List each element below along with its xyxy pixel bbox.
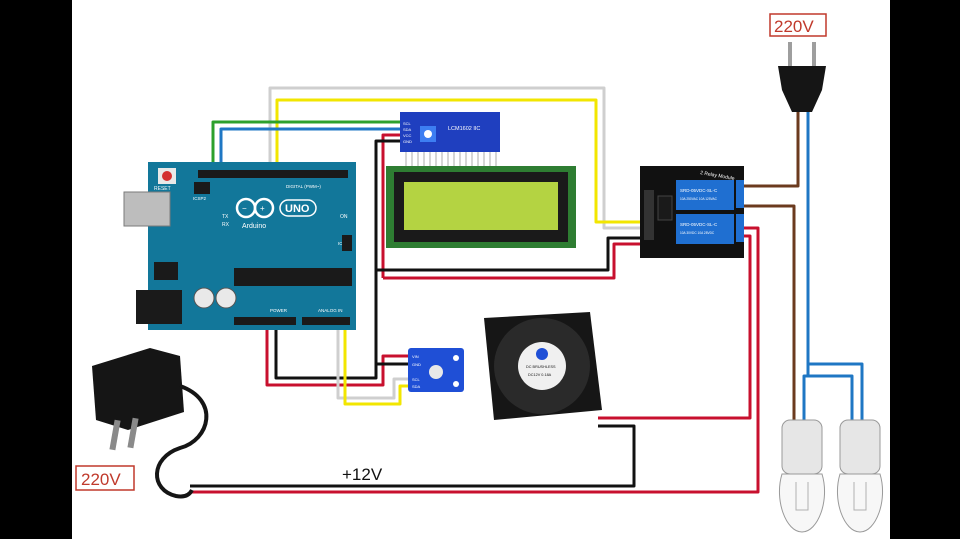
wire-white-relay	[268, 86, 640, 230]
relay-1	[676, 180, 734, 210]
wire-black-12v	[190, 424, 636, 488]
icsp2-header	[194, 182, 210, 194]
arduino-brand-label: Arduino	[242, 223, 266, 230]
fan-rating: DC12V 0.18A	[528, 373, 552, 377]
relay-terminal-1	[736, 180, 744, 208]
mains-left-label: 220V	[81, 470, 121, 489]
lcd-pin-sda: SDA	[403, 127, 412, 132]
optocoupler	[657, 195, 673, 221]
sensor-pin-sda: SDA	[412, 384, 421, 389]
digital-label: DIGITAL (PWM~)	[286, 184, 321, 189]
analog-header	[302, 317, 350, 325]
icsp-header	[342, 235, 352, 251]
mains-top-label-box	[769, 13, 827, 37]
uno-label: UNO	[285, 203, 310, 215]
rx-label: RX	[222, 222, 230, 228]
mains-left-label-box	[75, 465, 135, 491]
wire-red-sensor	[265, 325, 410, 387]
supply-voltage-label: +12V	[342, 465, 383, 484]
cooling-fan: DC BRUSHLESS DC12V 0.18A	[484, 312, 602, 420]
sensor-pin-vin: VIN	[412, 354, 419, 359]
relay-2-text: SRD-05VDC-SL-C	[680, 222, 718, 227]
power-label: POWER	[270, 308, 288, 313]
adapter-cable	[155, 384, 209, 499]
adapter-prong-1	[109, 419, 121, 451]
fan-hub-label	[518, 342, 566, 390]
uno-badge	[279, 199, 317, 217]
bulb-1	[778, 419, 826, 533]
wire-brown-bulb	[742, 204, 796, 420]
sensor-pin-scl: SCL	[412, 377, 421, 382]
i2c-backpack	[400, 112, 500, 152]
sensor-module: VIN GND SCL SDA	[408, 348, 464, 392]
capacitor-1	[193, 287, 215, 309]
wire-brown-mains	[742, 108, 800, 188]
plug-prong-2	[812, 42, 816, 66]
relay-terminal-2	[736, 214, 744, 242]
wire-red-relay	[383, 242, 640, 280]
arduino-logo: − +	[235, 197, 275, 219]
tx-label: TX	[222, 214, 229, 220]
wire-white-sensor	[336, 325, 410, 400]
digital-header	[198, 170, 348, 178]
relay-2	[676, 214, 734, 244]
svg-text:+: +	[260, 204, 265, 213]
power-adapter	[92, 348, 209, 499]
wire-yellow-relay	[275, 98, 640, 224]
relay-1-text: SRD-05VDC-SL-C	[680, 188, 718, 193]
wires	[190, 86, 864, 494]
on-label: ON	[340, 214, 348, 220]
reset-label: RESET	[154, 186, 171, 192]
wire-red-lcd	[381, 133, 401, 278]
bulb-2	[836, 419, 884, 533]
fan-brand: DC BRUSHLESS	[526, 365, 556, 369]
power-header	[234, 317, 296, 325]
plug-prong-1	[788, 42, 792, 66]
wire-black-sensor	[274, 325, 410, 380]
adapter-prong-2	[127, 417, 139, 449]
usb-port	[123, 191, 171, 227]
wire-black-relay	[376, 236, 640, 272]
icsp2-label: ICSP2	[193, 196, 207, 201]
lcd-pin-scl: SCL	[403, 121, 412, 126]
dc-jack	[136, 290, 182, 324]
svg-text:−: −	[242, 204, 247, 213]
lcd-screen	[404, 182, 558, 230]
arduino-uno-board: RESET DIGITAL (PWM~) ICSP2 − + UNO Ardui…	[123, 162, 356, 330]
relay-module: 2 Relay Module SRD-05VDC-SL-C 10A 250VAC…	[640, 166, 744, 258]
atmega-chip	[234, 268, 352, 286]
wire-blue-lcd	[219, 127, 401, 170]
mains-plug	[778, 42, 826, 112]
voltage-regulator	[154, 262, 178, 280]
wire-blue-bulb1	[802, 364, 810, 420]
relay-1-rating: 10A 250VAC 10A 125VAC	[680, 197, 718, 201]
wire-yellow-sensor	[343, 325, 410, 406]
wire-black-lcd	[374, 139, 401, 370]
wire-red-fan	[598, 234, 752, 420]
lcd-display: LCM1602 IIC SCL SDA VCC GND	[386, 112, 576, 248]
relay-title: 2 Relay Module	[700, 170, 735, 182]
sensor-pin-gnd: GND	[412, 362, 421, 367]
wire-blue-mains	[806, 108, 864, 420]
wire-green-lcd	[211, 120, 401, 170]
analog-label: ANALOG IN	[318, 308, 343, 313]
relay-input-header	[644, 190, 654, 240]
mains-top-label: 220V	[774, 17, 814, 36]
relay-2-rating: 10A 30VDC 10A 28VDC	[680, 231, 715, 235]
capacitor-2	[215, 287, 237, 309]
i2c-label: LCM1602 IIC	[448, 126, 480, 132]
lcd-pins	[405, 152, 497, 166]
lcd-pin-vcc: VCC	[403, 133, 412, 138]
wire-blue-bulb2	[808, 374, 854, 420]
lcd-pin-gnd: GND	[403, 139, 412, 144]
wire-red-12v	[190, 226, 760, 494]
